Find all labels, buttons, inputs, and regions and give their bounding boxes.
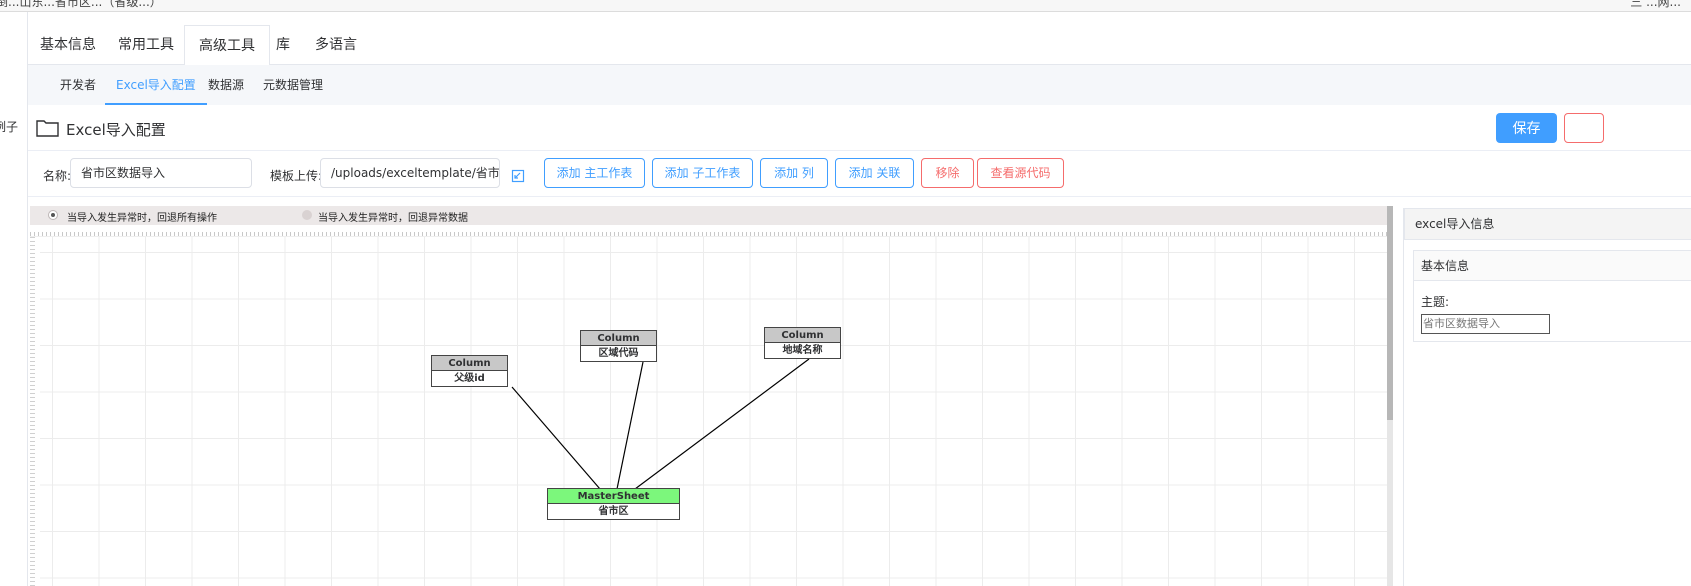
user-menu[interactable]: 三 ...网... [1630,0,1681,9]
name-input[interactable]: 省市区数据导入 [70,158,252,188]
top-ruler [30,225,1390,237]
canvas-scrollbar[interactable] [1387,206,1393,586]
scrollbar-thumb[interactable] [1387,206,1393,420]
upload-file-icon[interactable] [511,168,525,183]
left-ruler [30,237,40,586]
window-top-strip: 倒...山东...省市区...（省级...） 三 ...网... [0,0,1691,12]
edge-area-name[interactable] [634,358,810,490]
folder-icon [36,120,59,137]
config-form: 名称: 省市区数据导入 模板上传: /uploads/exceltemplate… [28,151,1691,197]
template-path-input[interactable]: /uploads/exceltemplate/省市区三级 [320,158,500,188]
rollback-error-label: 当导入发生异常时，回退异常数据 [318,213,468,224]
node-type: Column [581,331,656,346]
rollback-all-label: 当导入发生异常时，回退所有操作 [67,213,217,224]
add-column-button[interactable]: 添加 列 [760,158,828,188]
tab-metadata[interactable]: 元数据管理 [263,78,324,92]
tab-advanced-tools[interactable]: 高级工具 [184,25,270,66]
rollback-options: 当导入发生异常时，回退所有操作 当导入发生异常时，回退异常数据 [30,206,1390,225]
basic-info-card: 基本信息 主题: 省市区数据导入 [1413,250,1691,342]
close-button[interactable] [1564,113,1604,143]
diagram-edges [511,358,810,490]
subject-input[interactable]: 省市区数据导入 [1421,314,1550,334]
node-type: Column [432,356,507,371]
add-sub-sheet-button[interactable]: 添加 子工作表 [652,158,753,188]
add-relation-button[interactable]: 添加 关联 [835,158,914,188]
save-button[interactable]: 保存 [1496,113,1557,143]
rollback-all-radio[interactable] [48,210,58,220]
tab-datasource[interactable]: 数据源 [208,78,245,92]
diagram-canvas[interactable]: 当导入发生异常时，回退所有操作 当导入发生异常时，回退异常数据 Column 父… [30,206,1390,586]
tab-excel-import-config[interactable]: Excel导入配置 [105,65,207,105]
sidebar-item-example[interactable]: 例子 [0,120,19,134]
view-source-button[interactable]: 查看源代码 [977,158,1064,188]
name-label: 名称: [43,169,72,183]
left-sidebar: 例子 [0,12,28,586]
page-title: Excel导入配置 [66,121,166,139]
remove-button[interactable]: 移除 [921,158,974,188]
node-label: 区域代码 [598,348,639,359]
tab-library[interactable]: 库 [276,37,290,53]
sub-tabs: 开发者 Excel导入配置 数据源 元数据管理 [28,65,1691,105]
edge-area-code[interactable] [616,361,644,490]
column-node-parent-id[interactable]: Column 父级id [431,355,508,387]
subject-label: 主题: [1421,295,1450,309]
rollback-error-radio[interactable] [302,210,312,220]
node-label: 父级id [454,373,485,384]
tab-basic-info[interactable]: 基本信息 [40,37,96,53]
node-label: 省市区 [598,506,629,517]
column-node-area-code[interactable]: Column 区域代码 [580,330,657,362]
node-type: Column [765,328,840,343]
panel-title: excel导入信息 [1404,208,1691,240]
tab-multilanguage[interactable]: 多语言 [315,37,357,53]
breadcrumb: 倒...山东...省市区...（省级...） [0,0,162,9]
tab-common-tools[interactable]: 常用工具 [118,37,174,53]
master-sheet-node[interactable]: MasterSheet 省市区 [547,488,680,520]
page-header: Excel导入配置 保存 [28,105,1691,151]
tab-developer[interactable]: 开发者 [60,78,97,92]
column-node-area-name[interactable]: Column 地域名称 [764,327,841,359]
template-label: 模板上传: [270,169,323,183]
properties-panel: excel导入信息 基本信息 主题: 省市区数据导入 [1403,208,1691,586]
node-type: MasterSheet [548,489,679,504]
add-main-sheet-button[interactable]: 添加 主工作表 [544,158,645,188]
canvas-grid [40,237,1390,586]
node-label: 地域名称 [782,345,823,356]
card-title: 基本信息 [1414,251,1691,281]
main-tabs: 基本信息 常用工具 高级工具 库 多语言 [28,25,1691,66]
edge-parent-id[interactable] [511,386,601,490]
